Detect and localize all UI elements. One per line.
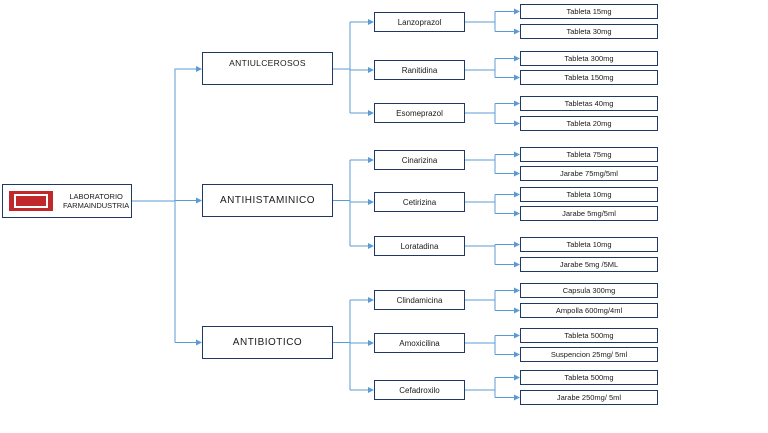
presentation-box: Tableta 150mg [520,70,658,85]
category-box: ANTIULCEROSOS [202,52,333,85]
presentation-box: Tableta 300mg [520,51,658,66]
drug-box: Ranitidina [374,60,465,80]
presentation-box: Tableta 500mg [520,370,658,385]
presentation-box: Tableta 75mg [520,147,658,162]
drug-box: Esomeprazol [374,103,465,123]
presentation-box: Capsula 300mg [520,283,658,298]
presentation-box: Tableta 500mg [520,328,658,343]
root-label-line1: LABORATORIO [69,192,123,201]
laboratory-logo-icon [9,191,53,211]
root-label-line2: FARMAINDUSTRIA [63,201,130,210]
drug-box: Loratadina [374,236,465,256]
presentation-box: Tabletas 40mg [520,96,658,111]
presentation-box: Tableta 15mg [520,4,658,19]
presentation-box: Suspencion 25mg/ 5ml [520,347,658,362]
drug-box: Cefadroxilo [374,380,465,400]
drug-box: Cinarizina [374,150,465,170]
category-box: ANTIBIOTICO [202,326,333,359]
root-label: LABORATORIO FARMAINDUSTRIA [63,192,129,210]
presentation-box: Ampolla 600mg/4ml [520,303,658,318]
drug-box: Cetirizina [374,192,465,212]
drug-box: Amoxicilina [374,333,465,353]
category-box: ANTIHISTAMINICO [202,184,333,217]
drug-box: Clindamicina [374,290,465,310]
presentation-box: Jarabe 5mg/5ml [520,206,658,221]
presentation-box: Tableta 30mg [520,24,658,39]
presentation-box: Jarabe 250mg/ 5ml [520,390,658,405]
drug-box: Lanzoprazol [374,12,465,32]
root-laboratory-box: LABORATORIO FARMAINDUSTRIA [2,184,132,218]
presentation-box: Tableta 10mg [520,187,658,202]
presentation-box: Tableta 10mg [520,237,658,252]
presentation-box: Jarabe 75mg/5ml [520,166,658,181]
presentation-box: Tableta 20mg [520,116,658,131]
presentation-box: Jarabe 5mg /5ML [520,257,658,272]
